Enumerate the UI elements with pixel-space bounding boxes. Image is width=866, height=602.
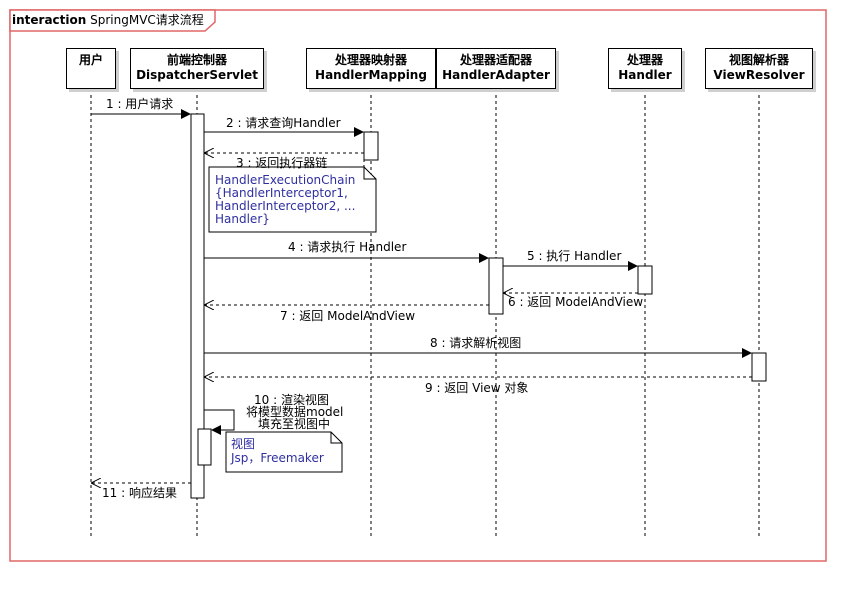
note-chain-line3: HandlerInterceptor2, ... [215, 199, 356, 213]
activation-handler [637, 265, 653, 295]
activation-mapping [363, 131, 379, 161]
participant-mapping-line1: 处理器映射器 [334, 53, 407, 67]
participant-dispatcher: 前端控制器 DispatcherServlet [130, 48, 264, 89]
message-1-label: 1 : 用户请求 [106, 97, 174, 111]
participant-handler-line2: Handler [618, 68, 672, 82]
interaction-frame [9, 9, 827, 562]
note-chain-fold [363, 167, 376, 180]
message-10-label-line1: 10 : 渲染视图 [254, 393, 329, 407]
note-chain-box [208, 166, 377, 233]
participant-adapter: 处理器适配器 HandlerAdapter [436, 48, 556, 89]
message-5-label: 5 : 执行 Handler [527, 249, 622, 263]
frame-keyword: interaction [12, 13, 87, 27]
participant-resolver-line2: ViewResolver [713, 68, 805, 82]
arrow-m10-self [204, 409, 235, 435]
participant-mapping: 处理器映射器 HandlerMapping [306, 48, 436, 89]
note-chain-line2: {HandlerInterceptor1, [215, 186, 348, 200]
note-view-line1: 视图 [231, 437, 256, 451]
activation-dispatcher-self [197, 428, 212, 466]
participant-mapping-line2: HandlerMapping [315, 68, 427, 82]
message-4-label: 4 : 请求执行 Handler [288, 240, 407, 254]
participant-dispatcher-line1: 前端控制器 [166, 53, 227, 67]
participant-handler: 处理器 Handler [608, 48, 682, 89]
participant-dispatcher-line2: DispatcherServlet [136, 68, 258, 82]
message-11-label: 11 : 响应结果 [102, 486, 177, 500]
participant-resolver-line1: 视图解析器 [728, 53, 789, 67]
message-10-label-line2: 将模型数据model [246, 405, 344, 419]
message-10-label-line3: 填充至视图中 [258, 417, 331, 431]
participant-user: 用户 [66, 48, 116, 89]
message-7-label: 7 : 返回 ModelAndView [280, 309, 416, 323]
message-3-label: 3 : 返回执行器链 [236, 156, 328, 170]
participant-handler-line1: 处理器 [626, 53, 663, 67]
note-view-box [225, 431, 343, 473]
message-6-label: 6 : 返回 ModelAndView [508, 295, 644, 309]
note-chain-line4: Handler} [215, 212, 270, 226]
frame-title-tab [9, 9, 216, 32]
frame-title: interaction SpringMVC请求流程 [12, 11, 204, 28]
participant-adapter-line1: 处理器适配器 [459, 53, 532, 67]
participant-user-line1: 用户 [78, 53, 103, 67]
participant-resolver: 视图解析器 ViewResolver [705, 48, 813, 89]
message-8-label: 8 : 请求解析视图 [430, 336, 522, 350]
activation-adapter [488, 257, 504, 315]
note-chain-line1: HandlerExecutionChain [215, 173, 356, 187]
frame-name: SpringMVC请求流程 [90, 13, 204, 27]
note-view-fold [330, 432, 342, 444]
message-9-label: 9 : 返回 View 对象 [425, 381, 529, 395]
activation-resolver [751, 352, 767, 382]
message-2-label: 2 : 请求查询Handler [226, 116, 341, 130]
participant-adapter-line2: HandlerAdapter [442, 68, 550, 82]
note-view-line2: Jsp，Freemaker [231, 451, 324, 465]
